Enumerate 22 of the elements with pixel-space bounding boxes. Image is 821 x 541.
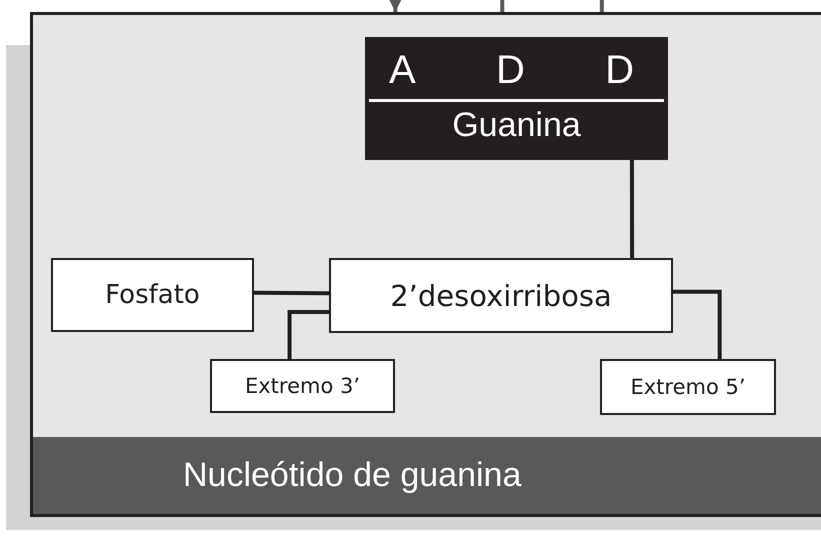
panel (30, 12, 821, 517)
band-title: Nucleótido de guanina (183, 456, 522, 495)
base-box (365, 37, 668, 160)
letter-label: D (496, 50, 525, 90)
component-label: 2’desoxirribosa (390, 278, 612, 312)
component-box (210, 359, 395, 413)
connector-line (254, 290, 330, 296)
connector-line (630, 160, 634, 258)
component-label: Fosfato (105, 280, 200, 310)
component-box (329, 258, 673, 333)
connector-line (600, 0, 604, 12)
letter-label: A (389, 50, 416, 90)
component-box (600, 359, 776, 415)
component-box (51, 258, 254, 332)
component-label: Extremo 3’ (244, 374, 360, 398)
letter-label: D (605, 50, 634, 90)
base-name: Guanina (451, 108, 582, 142)
arrow (387, 0, 404, 12)
component-label: Extremo 5’ (630, 375, 746, 399)
connector-line (288, 310, 329, 359)
connector-line (500, 0, 504, 12)
connector-line (673, 290, 722, 359)
